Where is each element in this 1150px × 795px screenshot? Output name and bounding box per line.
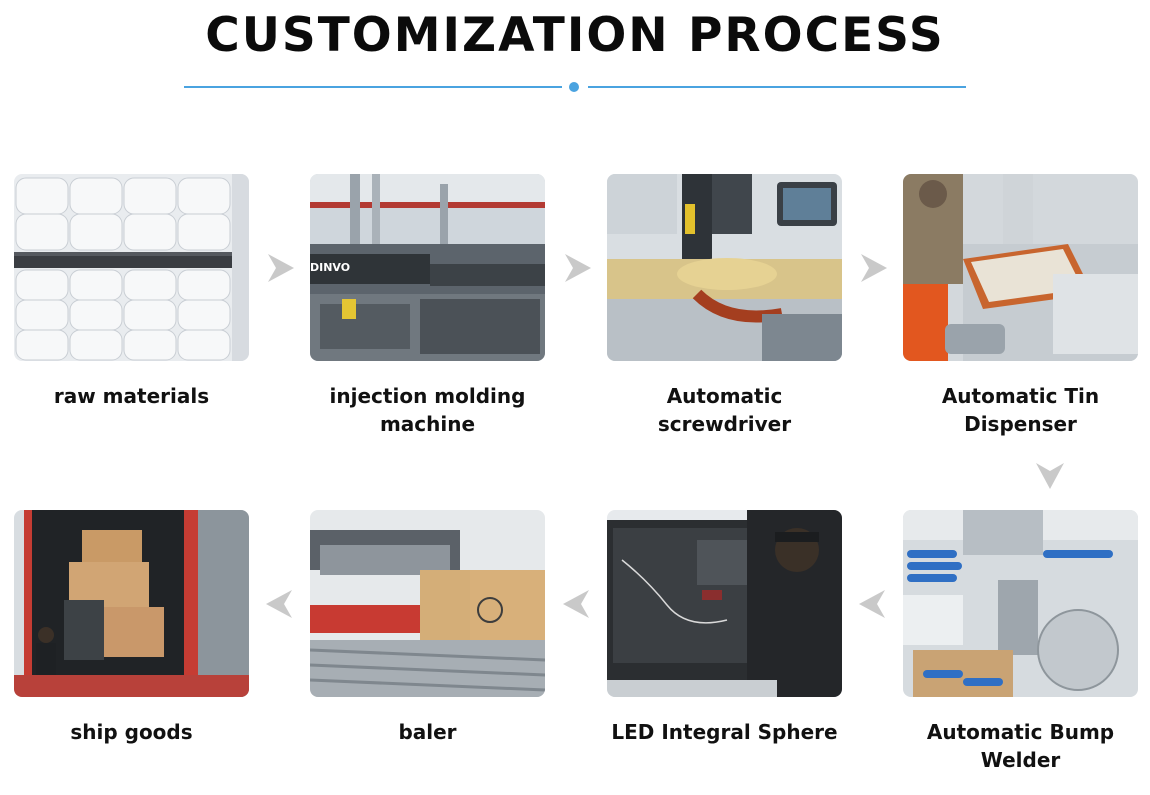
step-led-integral-sphere: LED Integral Sphere: [607, 510, 842, 746]
step-automatic-bump-welder: Automatic Bump Welder: [903, 510, 1138, 774]
arrow-left-icon: [563, 590, 589, 618]
step-label: LED Integral Sphere: [611, 720, 838, 744]
title-divider-dot: [569, 82, 579, 92]
step-label: ship goods: [70, 720, 193, 744]
screwdriver-photo: [607, 174, 842, 361]
arrow-left-icon: [859, 590, 885, 618]
step-label: baler: [398, 720, 457, 744]
step-label: Automatic screwdriver: [657, 384, 792, 436]
arrow-right-icon: [268, 254, 294, 282]
step-label: raw materials: [53, 384, 210, 408]
arrow-left-icon: [266, 590, 292, 618]
svg-text:DINVO: DINVO: [310, 261, 350, 274]
bump-welder-photo: [903, 510, 1138, 697]
baler-photo: [310, 510, 545, 697]
arrow-right-icon: [861, 254, 887, 282]
step-automatic-screwdriver: Automatic screwdriver: [607, 174, 842, 438]
step-baler: baler: [310, 510, 545, 746]
arrow-right-icon: [565, 254, 591, 282]
step-automatic-tin-dispenser: Automatic Tin Dispenser: [903, 174, 1138, 438]
ship-goods-photo: [14, 510, 249, 697]
step-ship-goods: ship goods: [14, 510, 249, 746]
title-divider-right: [588, 86, 966, 88]
arrow-down-icon: [1036, 463, 1064, 489]
step-raw-materials: raw materials: [14, 174, 249, 410]
step-label: injection molding machine: [329, 384, 526, 436]
step-label: Automatic Bump Welder: [926, 720, 1115, 772]
tin-dispenser-photo: [903, 174, 1138, 361]
page-title: CUSTOMIZATION PROCESS: [205, 8, 945, 63]
step-label: Automatic Tin Dispenser: [941, 384, 1100, 436]
title-divider-left: [184, 86, 562, 88]
injection-molding-photo: DINVO: [310, 174, 545, 361]
step-injection-molding: DINVO injection molding machine: [310, 174, 545, 438]
raw-materials-photo: [14, 174, 249, 361]
integral-sphere-photo: [607, 510, 842, 697]
